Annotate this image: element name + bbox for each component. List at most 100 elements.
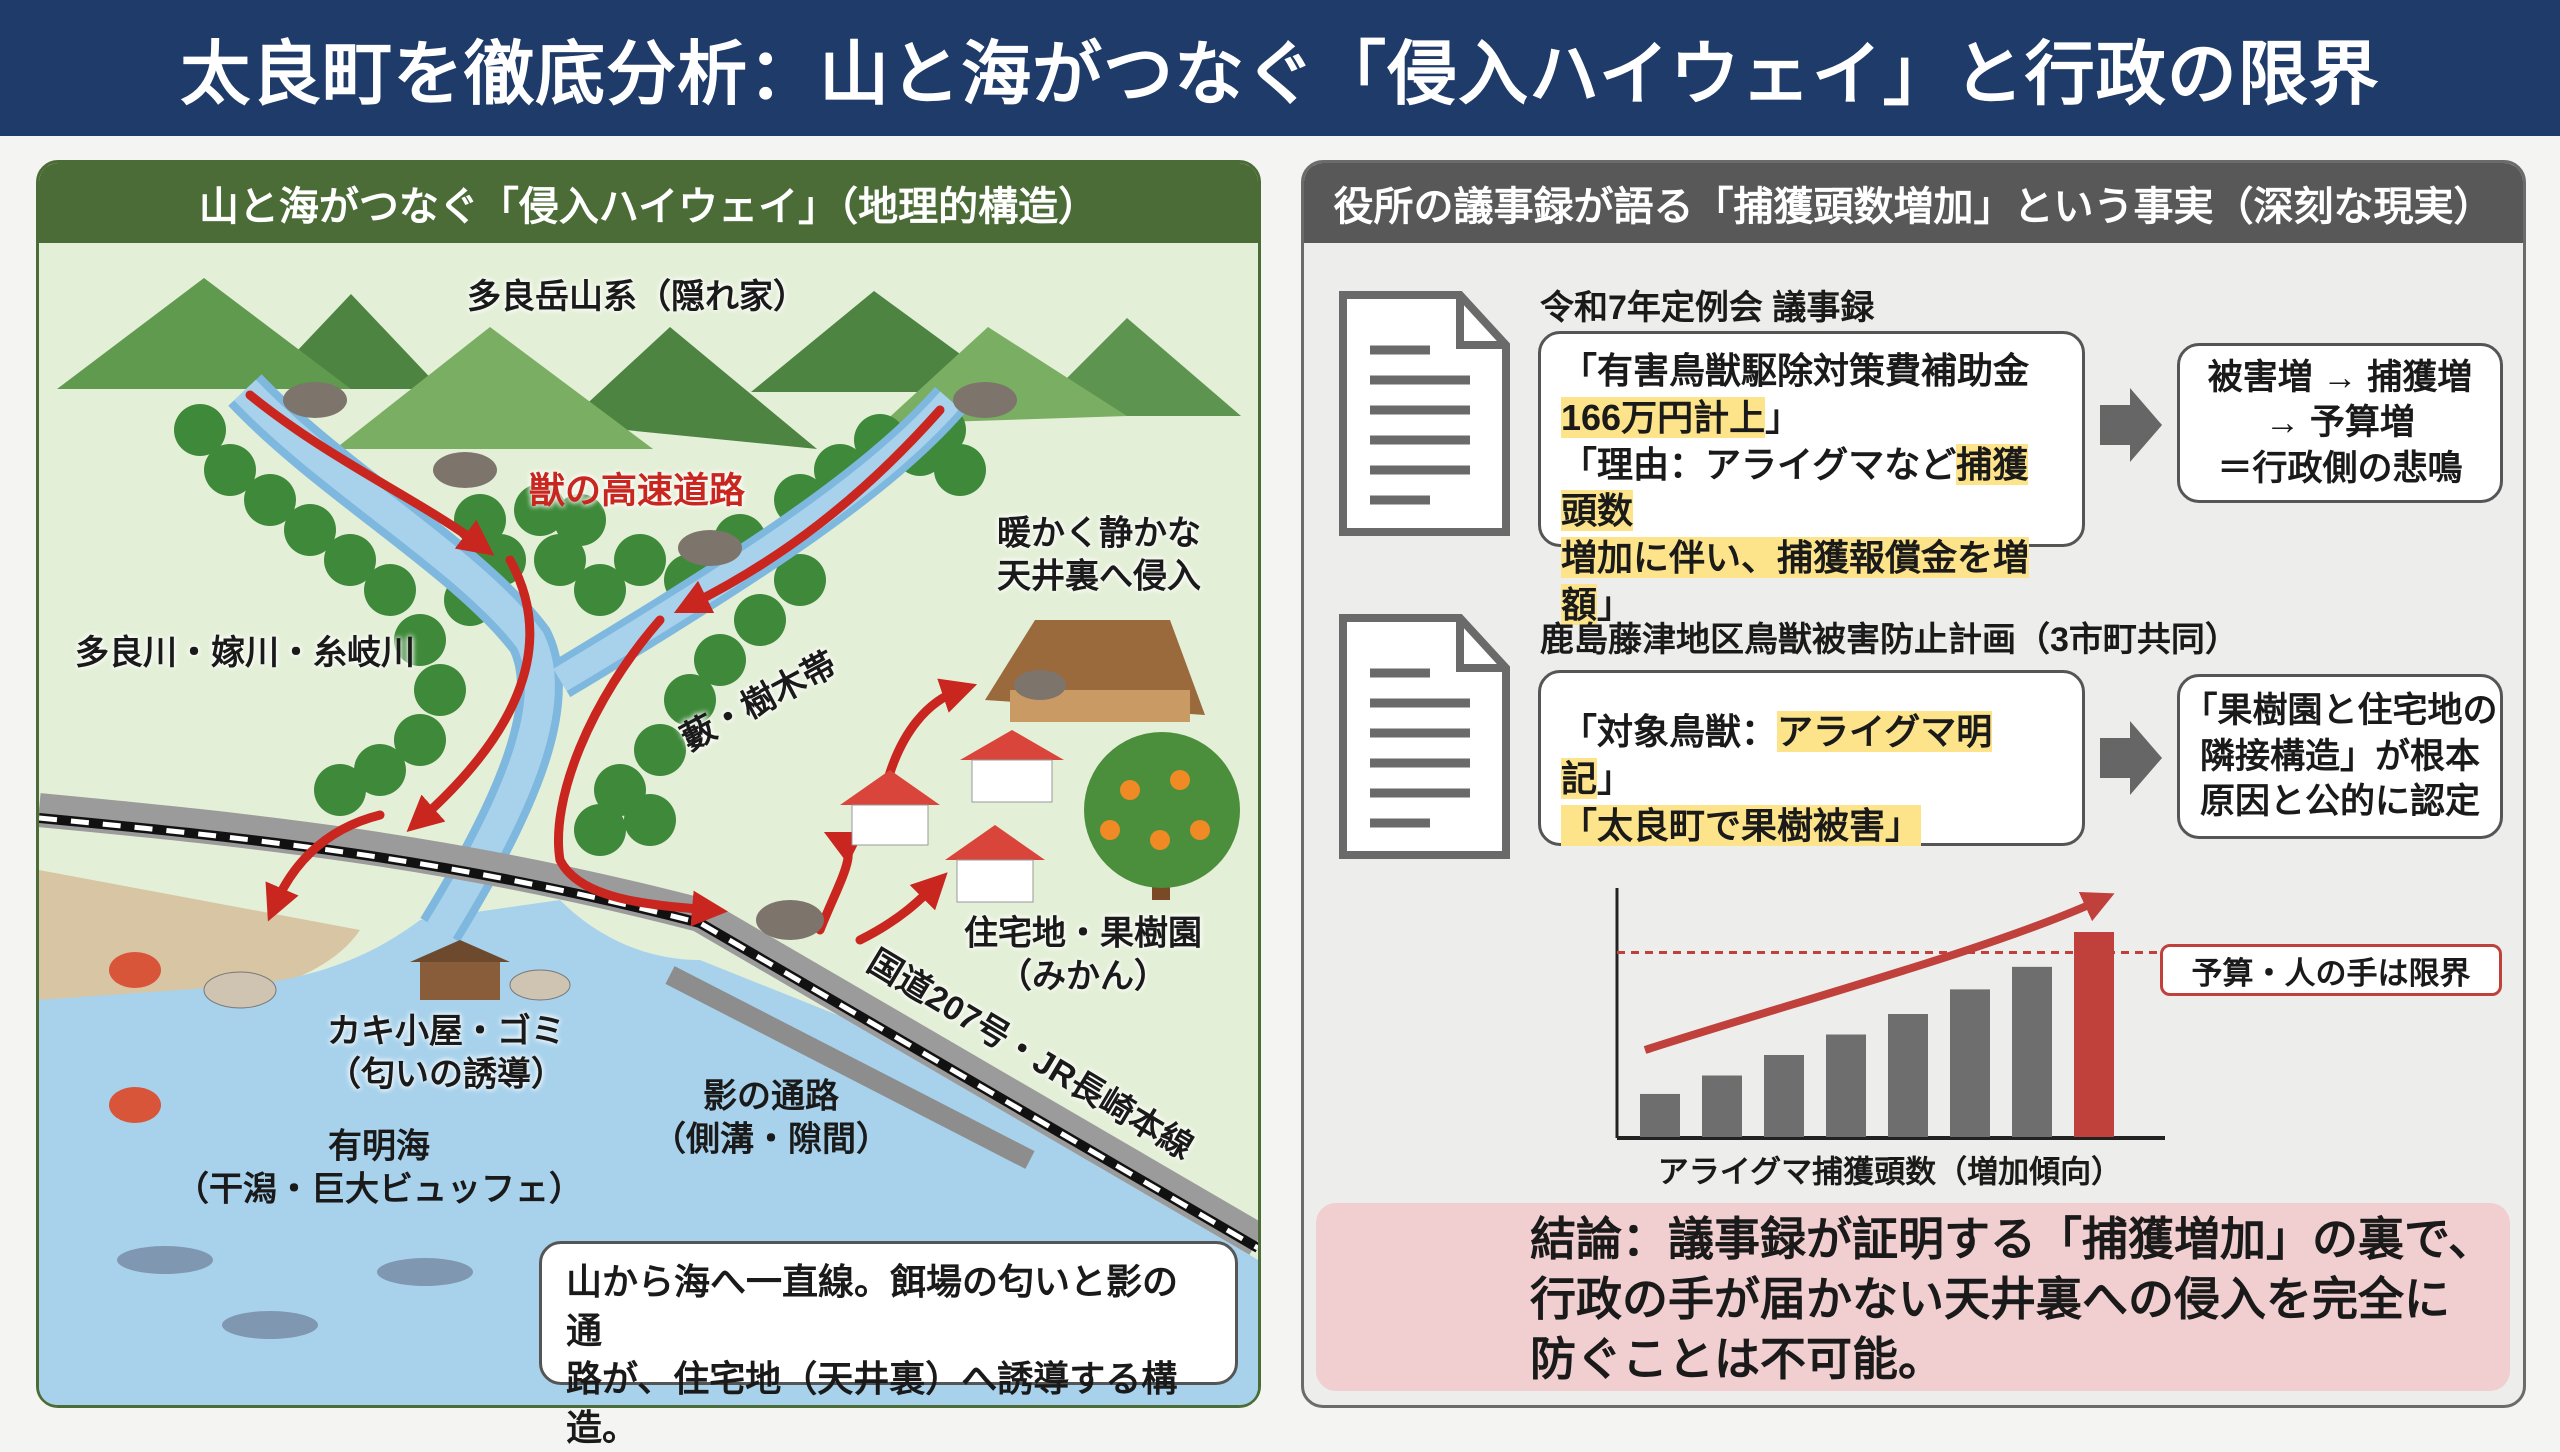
result-line: 隣接構造」が根本 — [2199, 736, 2480, 776]
residential-label-line: 住宅地・果樹園 — [964, 914, 1202, 953]
oysters — [203, 969, 571, 1009]
tree — [364, 564, 416, 616]
residential-label-line: （みかん） — [998, 957, 1168, 995]
page-title: 太良町を徹底分析：山と海がつなぐ「侵入ハイウェイ」と行政の限界 — [0, 0, 2560, 136]
tree — [394, 614, 446, 666]
note-line: 路が、住宅地（天井裏）へ誘導する構造。 — [566, 1358, 1178, 1448]
quote-text: 」 — [1597, 757, 1634, 799]
result-line: → 予算増 — [2265, 403, 2415, 443]
tree — [324, 534, 376, 586]
threshold-callout: 予算・人の手は限界 — [2160, 944, 2502, 996]
document-icon — [1339, 614, 1510, 859]
doc1-quote: 「有害鳥獣駆除対策費補助金 166万円計上」 「理由：アライグマなど捕獲頭数 増… — [1538, 331, 2085, 625]
shadow-path-label-line: 影の通路 — [703, 1077, 839, 1116]
attic-label: 暖かく静かな天井裏へ侵入 — [997, 513, 1201, 598]
attic-label-line: 天井裏へ侵入 — [997, 557, 1201, 595]
fish — [117, 1246, 473, 1339]
quote-text: 「有害鳥獣駆除対策費補助金 — [1561, 350, 2030, 391]
note-line: 山から海へ一直線。餌場の匂いと影の通 — [566, 1261, 1179, 1351]
result-line: ＝行政側の悲鳴 — [2217, 448, 2463, 488]
quote-text: 「理由：アライグマなど — [1561, 443, 1957, 485]
tree — [574, 564, 626, 616]
conclusion-line: 結論：議事録が証明する「捕獲増加」の裏で、 — [1530, 1213, 2495, 1265]
highlighted-text: 」 — [1885, 804, 1922, 846]
capture-count-chart — [1615, 888, 2165, 1140]
quote-line: 増加に伴い、捕獲報償金を増額」 — [1561, 535, 2062, 629]
tree — [694, 634, 746, 686]
tara-mountains — [57, 278, 1241, 449]
conclusion-text: 結論：議事録が証明する「捕獲増加」の裏で、 行政の手が届かない天井裏への侵入を完… — [1530, 1210, 2500, 1389]
tree — [284, 504, 336, 556]
conclusion-box — [1316, 1203, 2510, 1391]
tree — [414, 664, 466, 716]
trend-arrow — [1643, 892, 2115, 1054]
tree — [354, 744, 406, 796]
quote-line: 166万円計上」 — [1561, 395, 2062, 442]
chart-bar — [1888, 1014, 1928, 1137]
quote-line: 「有害鳥獣駆除対策費補助金 — [1561, 348, 2062, 395]
quote-text: 」 — [1765, 396, 1802, 438]
chart-bar — [1764, 1055, 1804, 1137]
chart-bar — [1826, 1034, 1866, 1137]
shadow-path-label-line: （側溝・隙間） — [652, 1120, 890, 1158]
result-line: 「果樹園と住宅地の — [2182, 691, 2498, 731]
tree — [534, 534, 586, 586]
raccoons — [283, 382, 1066, 940]
tree — [454, 494, 506, 546]
mountains-label: 多良岳山系（隠れ家） — [467, 277, 807, 316]
tree — [514, 484, 566, 536]
doc1-heading: 令和7年定例会 議事録 — [1540, 289, 1875, 327]
tree — [394, 714, 446, 766]
chart-bar — [2074, 932, 2114, 1137]
structure-note: 山から海へ一直線。餌場の匂いと影の通路が、住宅地（天井裏）へ誘導する構造。 — [539, 1241, 1238, 1448]
doc1-result: 被害増 → 捕獲増 → 予算増 ＝行政側の悲鳴 — [2177, 343, 2503, 503]
chart-bar — [1702, 1075, 1742, 1137]
highlighted-text: 「 — [1561, 804, 1598, 846]
doc2-quote: 「対象鳥獣：アライグマ明記」 「太良町で果樹被害」 — [1538, 670, 2085, 846]
quote-text: 」 — [1597, 583, 1634, 625]
records-panel-header: 役所の議事録が語る「捕獲頭数増加」という事実（深刻な現実） — [1304, 163, 2523, 243]
tree — [174, 404, 226, 456]
arrow-right-icon — [2100, 721, 2162, 795]
result-line: 被害増 → 捕獲増 — [2207, 357, 2473, 397]
mikan-tree — [1084, 732, 1240, 900]
conclusion-line: 行政の手が届かない天井裏への侵入を完全に — [1530, 1272, 2450, 1325]
tree — [244, 474, 296, 526]
quote-text: 「対象鳥獣： — [1561, 711, 1778, 752]
tree — [734, 594, 786, 646]
chart-bar — [1950, 989, 1990, 1137]
oyster-hut-label-line: （匂いの誘導） — [327, 1055, 565, 1093]
rivers-label: 多良川・嫁川・糸岐川 — [75, 633, 415, 672]
oyster-hut-label: カキ小屋・ゴミ（匂いの誘導） — [327, 1011, 565, 1096]
quote-line: 「対象鳥獣：アライグマ明記」 — [1561, 709, 2062, 803]
highlighted-text: 166万円計上 — [1561, 396, 1766, 438]
conclusion-line: 防ぐことは不可能。 — [1530, 1332, 1944, 1385]
shadow-path-label: 影の通路 （側溝・隙間） — [652, 1076, 890, 1161]
quote-line: 「理由：アライグマなど捕獲頭数 — [1561, 442, 2062, 536]
tree — [554, 494, 606, 546]
tree — [574, 804, 626, 856]
tree — [634, 724, 686, 776]
tree — [664, 674, 716, 726]
arrow-right-icon — [2100, 388, 2162, 462]
crabs — [109, 952, 161, 1123]
geography-panel-header: 山と海がつなぐ「侵入ハイウェイ」（地理的構造） — [39, 163, 1258, 243]
chart-bar — [2012, 966, 2052, 1137]
thicket-trees — [174, 404, 986, 856]
houses — [410, 620, 1205, 1000]
result-line: 原因と公的に認定 — [2199, 782, 2480, 822]
sea-label: 有明海（干潟・巨大ビュッフェ） — [175, 1126, 583, 1211]
highlighted-text: 太良町で果樹被害 — [1597, 804, 1886, 846]
highway-label: 獣の高速道路 — [528, 469, 746, 511]
tree — [314, 764, 366, 816]
quote-line: 「太良町で果樹被害」 — [1561, 803, 2062, 850]
tree — [624, 794, 676, 846]
sea-label-line: （干潟・巨大ビュッフェ） — [175, 1170, 583, 1208]
geography-map — [39, 278, 1258, 1405]
tree — [774, 554, 826, 606]
attic-label-line: 暖かく静かな — [997, 514, 1201, 553]
chart-bar — [1640, 1093, 1680, 1137]
tree — [614, 534, 666, 586]
residential-label: 住宅地・果樹園 （みかん） — [964, 913, 1202, 998]
tree — [204, 444, 256, 496]
